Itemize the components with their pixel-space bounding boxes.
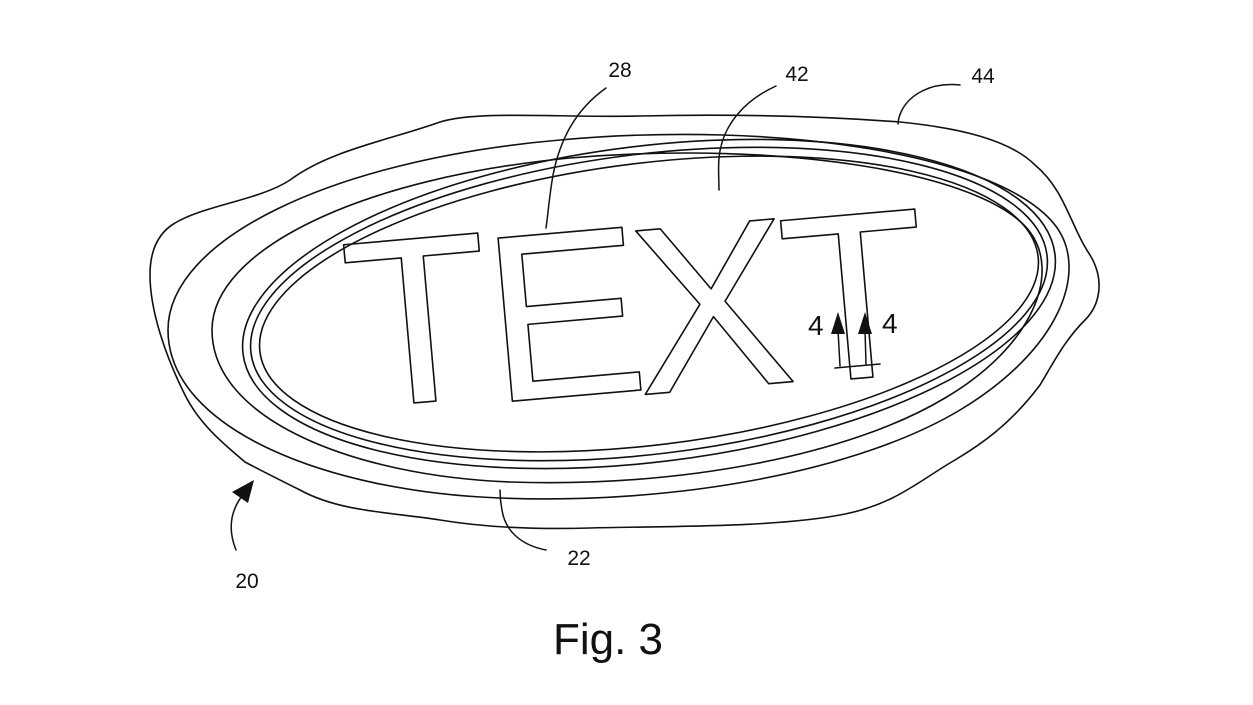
leader-44 [897,83,961,125]
emblem-letter-2: E [474,176,655,454]
emblem-letter-4: T [771,158,939,435]
section-arrow-left-head [831,312,845,334]
section-arrow-right-head [858,312,872,334]
section-label-right: 4 [882,308,898,339]
ref-numeral-20: 20 [235,570,258,593]
section-cut-line [834,363,881,369]
leader-42 [717,85,777,191]
ref-numeral-22: 22 [567,547,590,570]
section-arrow-left-shaft [837,329,841,367]
figure-caption: Fig. 3 [553,615,663,664]
face-ring-outer [241,138,1057,470]
substrate-outline [149,114,1100,530]
section-line-4-4: 4 4 [808,308,898,369]
emblem-letter-1: T [334,182,502,459]
emblem-lettering: T E X T [333,158,940,460]
arrow-20-head [232,480,254,503]
emblem-letter-3: X [621,168,802,446]
section-label-left: 4 [808,310,824,341]
ref-numeral-44: 44 [971,65,995,88]
leader-28 [545,87,607,229]
leader-20 [230,495,243,551]
face-ring-middle [249,146,1049,462]
ref-numeral-28: 28 [608,59,631,82]
ref-numeral-42: 42 [785,63,808,86]
face-ring-inner [258,155,1040,453]
section-arrow-right-shaft [864,329,867,365]
leader-22 [499,489,547,551]
outer-border-ring-outer [167,133,1070,500]
